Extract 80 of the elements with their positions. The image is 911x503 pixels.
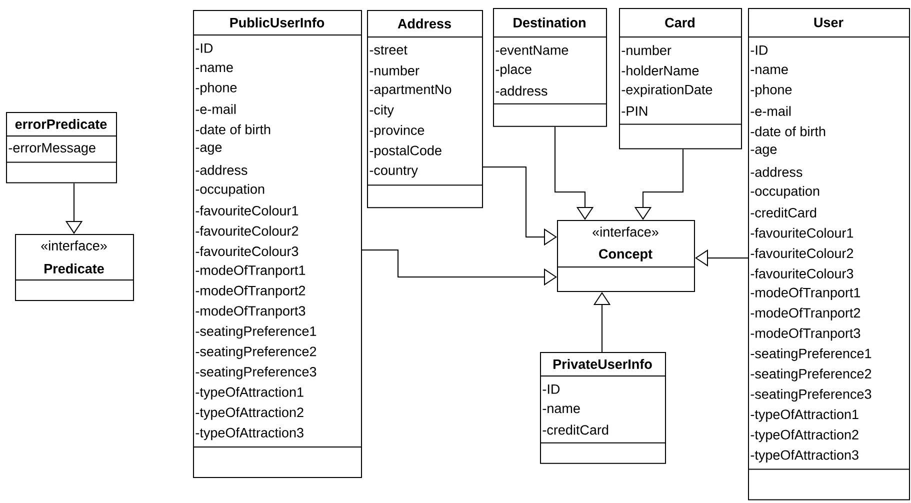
attribute-text: -age [750, 146, 777, 157]
class-name: Destination [514, 18, 586, 28]
attribute-text: -country [370, 166, 418, 178]
attribute-text: -name [542, 406, 580, 414]
class-box [492, 8, 607, 127]
class-name: errorPredicate [15, 119, 107, 129]
attribute-text: -PIN [622, 106, 648, 116]
attribute-text: -creditCard [542, 424, 608, 435]
attribute-text: -seatingPreference2 [750, 368, 872, 382]
attribute-text: -favouriteColour3 [196, 246, 298, 256]
attribute-text: -modeOfTranport3 [196, 306, 306, 318]
attribute-text: -seatingPreference1 [750, 348, 872, 361]
attribute-text: -name [750, 66, 788, 74]
attribute-text: -favouriteColour2 [750, 248, 854, 258]
attribute-text: -typeOfAttraction3 [196, 428, 304, 440]
attribute-text: -occupation [750, 186, 820, 199]
class-box [366, 10, 483, 208]
attribute-text: -typeOfAttraction2 [750, 430, 858, 442]
attribute-text: -street [370, 46, 408, 55]
attribute-text: -e-mail [750, 106, 791, 116]
class-name: PublicUserInfo [230, 18, 324, 28]
attribute-text: -ID [542, 384, 560, 394]
stereotype-label: «interface» [41, 240, 107, 250]
attribute-text: -address [196, 164, 248, 175]
attribute-text: -number [622, 45, 672, 56]
class-name: Predicate [44, 264, 104, 274]
attribute-text: -modeOfTranport1 [750, 287, 860, 300]
attribute-text: -seatingPreference2 [196, 346, 316, 359]
attribute-text: -place [496, 64, 532, 77]
attribute-text: -creditCard [750, 208, 816, 218]
attribute-text: -e-mail [196, 104, 236, 114]
attribute-text: -favouriteColour1 [750, 228, 854, 238]
attribute-text: -date of birth [196, 124, 270, 134]
attribute-text: -seatingPreference3 [750, 388, 872, 402]
attribute-text: -favouriteColour2 [196, 226, 298, 236]
attribute-text: -age [196, 144, 222, 155]
class-box [14, 234, 134, 301]
attribute-text: -seatingPreference1 [196, 326, 316, 339]
class-name: Card [665, 18, 694, 28]
attribute-text: -address [750, 166, 802, 177]
class-box [556, 220, 695, 292]
attribute-text: -typeOfAttraction2 [196, 407, 304, 420]
class-box [6, 112, 117, 184]
attribute-text: -modeOfTranport2 [750, 308, 860, 320]
attribute-text: -postalCode [370, 145, 442, 158]
attribute-text: -phone [750, 84, 792, 98]
class-name: Address [398, 18, 451, 28]
stereotype-label: «interface» [592, 226, 658, 237]
class-name: User [814, 18, 844, 28]
class-box [192, 10, 362, 478]
class-box [618, 8, 742, 150]
class-box [540, 352, 666, 464]
class-box [748, 8, 910, 500]
attribute-text: -typeOfAttraction1 [196, 386, 304, 400]
class-name: PrivateUserInfo [554, 359, 652, 369]
attribute-text: -seatingPreference3 [196, 366, 316, 380]
attribute-text: -typeOfAttraction3 [750, 450, 858, 462]
attribute-text: -city [370, 104, 394, 118]
attribute-text: -expirationDate [622, 84, 712, 98]
attribute-text: -apartmentNo [370, 84, 452, 97]
attribute-text: -modeOfTranport2 [196, 285, 306, 298]
class-name: Concept [599, 249, 652, 262]
attribute-text: -name [196, 64, 233, 72]
arrow [554, 126, 594, 220]
attribute-text: -favouriteColour1 [196, 206, 298, 216]
attribute-text: -favouriteColour3 [750, 268, 854, 278]
attribute-text: -eventName [496, 45, 568, 55]
attribute-text: -modeOfTranport1 [196, 265, 306, 278]
attribute-text: -ID [196, 44, 213, 53]
attribute-text: -number [370, 65, 420, 76]
attribute-text: -date of birth [750, 126, 826, 136]
attribute-text: -errorMessage [8, 143, 96, 156]
attribute-text: -phone [196, 82, 237, 96]
attribute-text: -holderName [622, 65, 699, 76]
attribute-text: -ID [750, 46, 768, 55]
attribute-text: -occupation [196, 184, 264, 197]
attribute-text: -province [370, 125, 424, 138]
attribute-text: -modeOfTranport3 [750, 328, 860, 341]
attribute-text: -typeOfAttraction1 [750, 409, 858, 422]
attribute-text: -address [496, 86, 548, 96]
